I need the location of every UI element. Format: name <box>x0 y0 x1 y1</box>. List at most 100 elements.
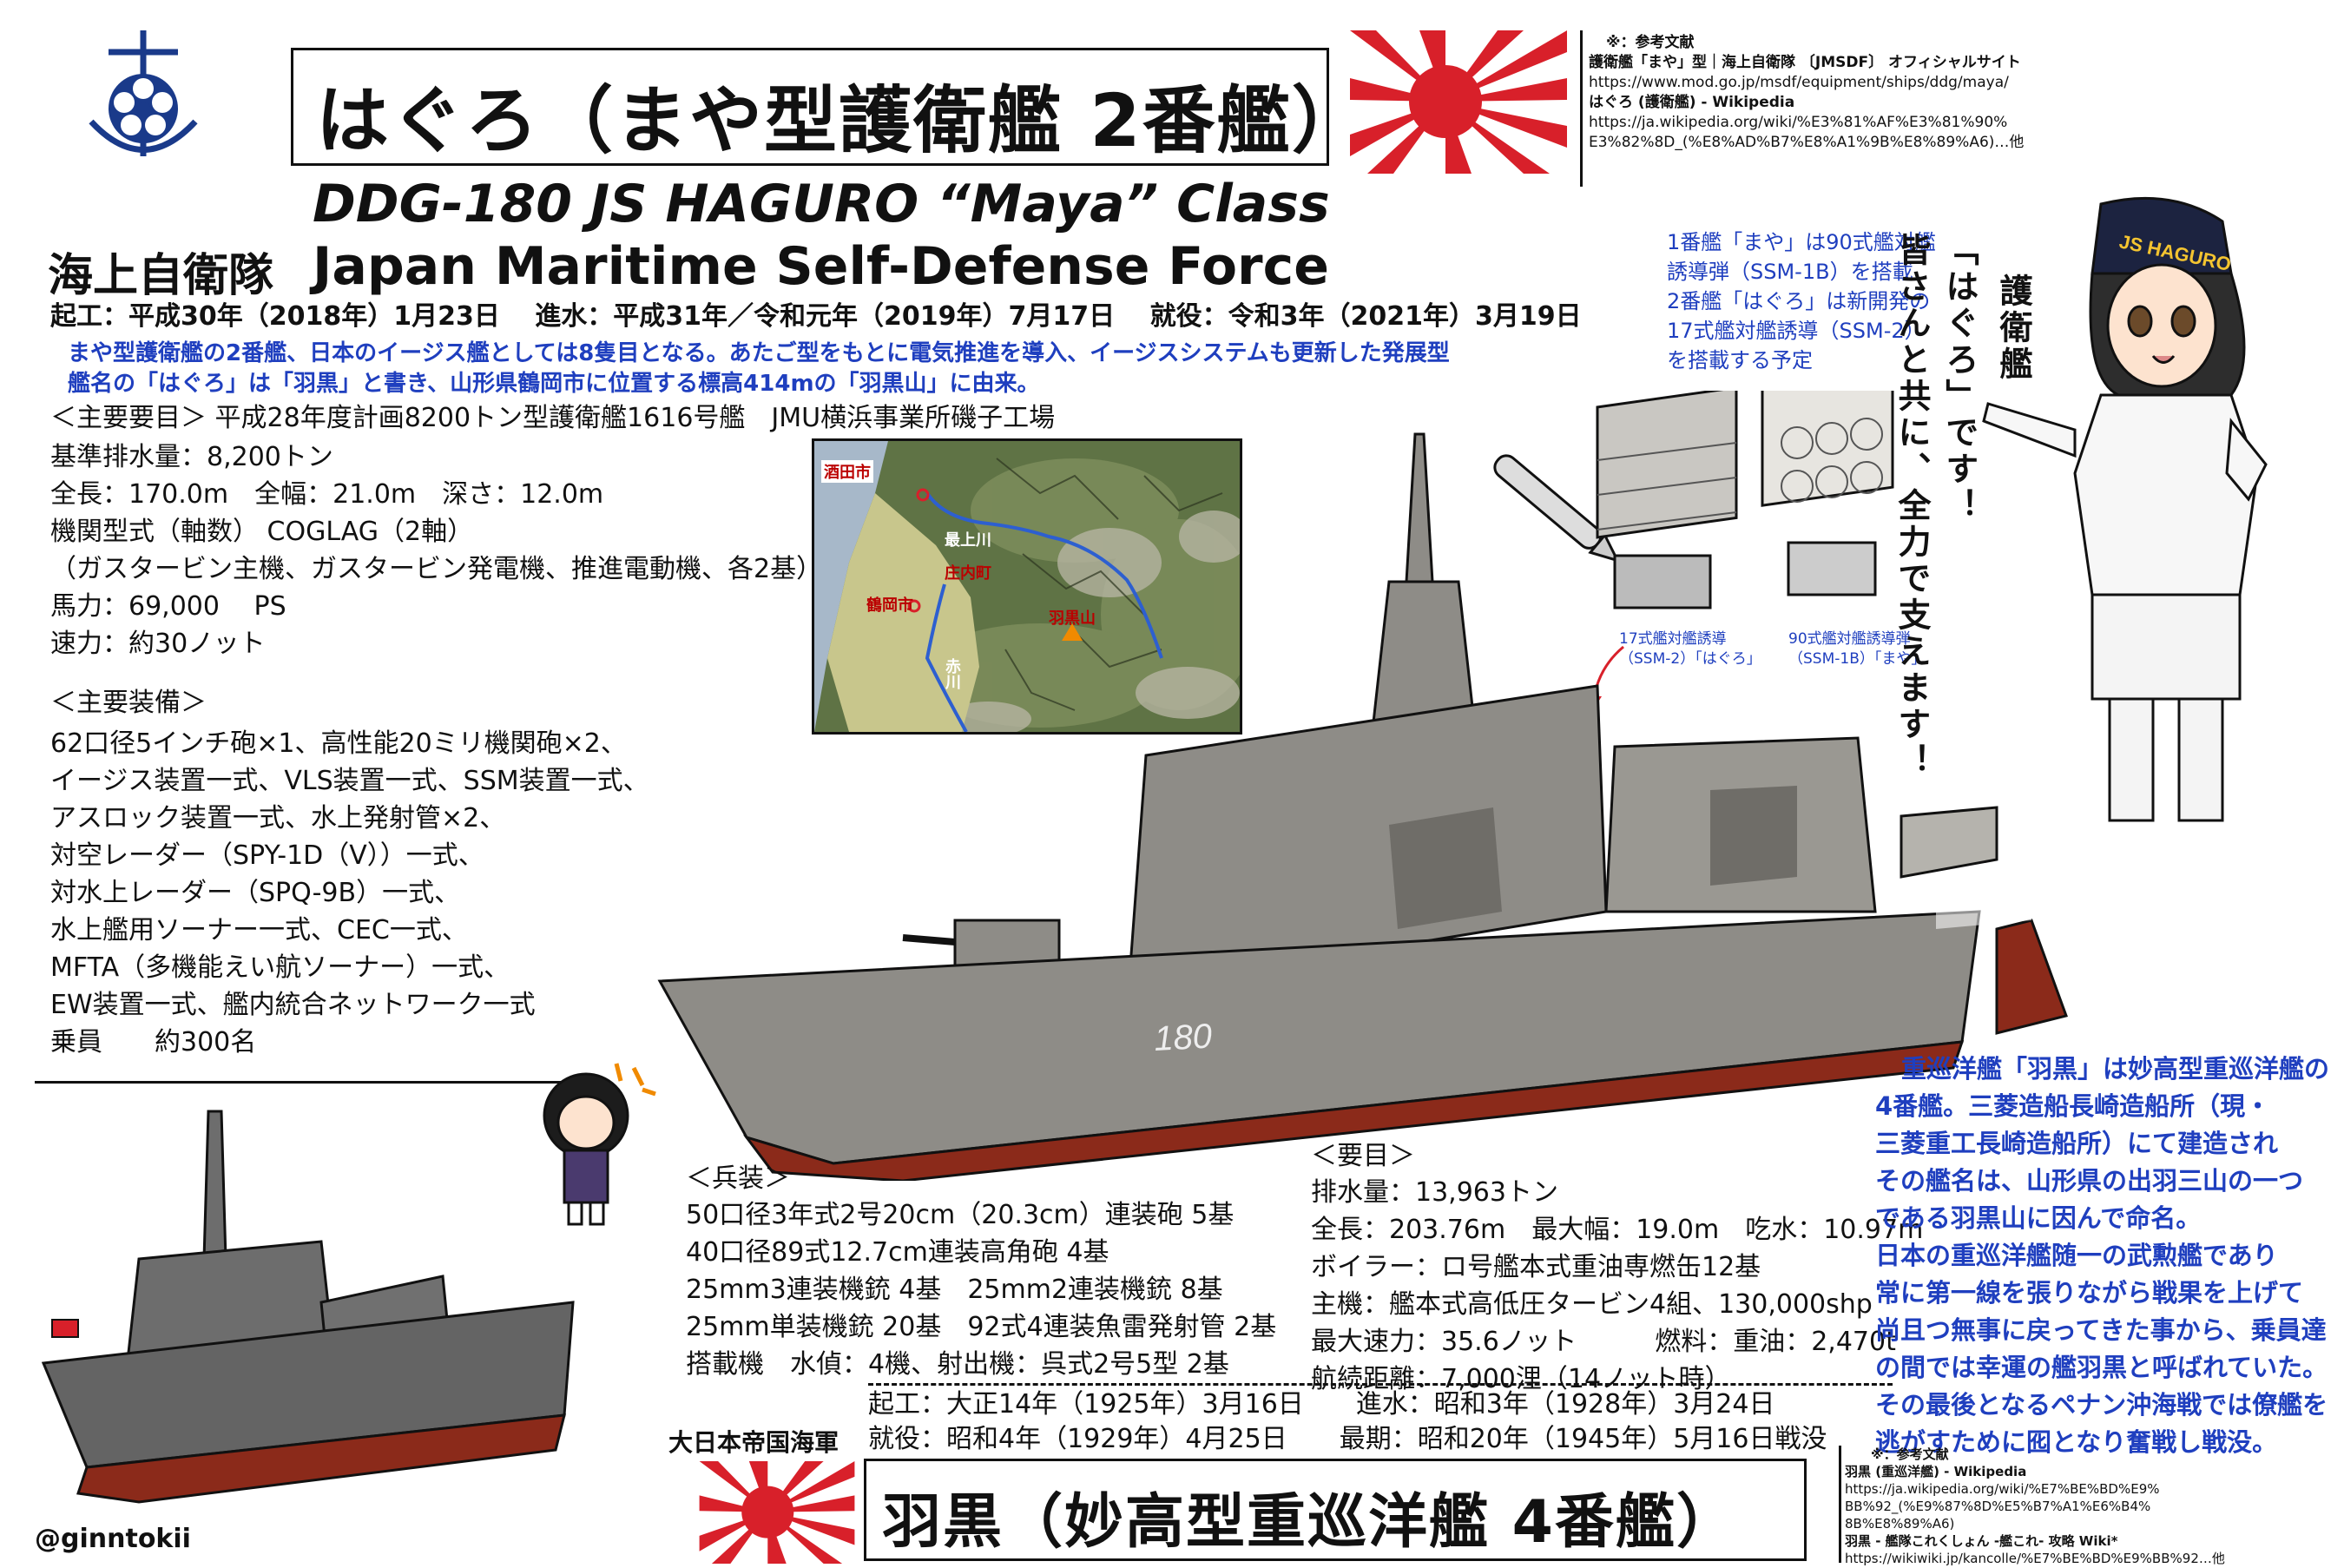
modern-desc-line2: 艦名の「はぐろ」は「羽黒」と書き、山形県鶴岡市に位置する標高414mの「羽黒山」… <box>68 371 1040 397</box>
missile-launchers-illustration <box>1493 391 1894 609</box>
missile-note-line: を搭載する予定 <box>1667 348 1813 372</box>
reference-url: BB%92_(%E9%87%8D%E5%B7%A1%E6%B4% <box>1845 1499 2151 1514</box>
ww2-spec-line: 排水量：13,963トン <box>1311 1177 1558 1208</box>
equip-line: MFTA（多機能えい航ソーナー）一式、 <box>50 952 510 983</box>
map-label-haguro: 羽黒山 <box>1049 609 1096 628</box>
modern-dates: 起工：平成30年（2018年）1月23日 進水：平成31年／令和元年（2019年… <box>50 301 1582 332</box>
chibi-character-illustration <box>543 1063 656 1226</box>
references-bottom: ※：参考文献 羽黒 (重巡洋艦) - Wikipedia https://ja.… <box>1845 1446 2331 1567</box>
map-label-shonai: 庄内町 <box>945 564 991 583</box>
ssm2-label-line: 17式艦対艦誘導 <box>1619 630 1727 648</box>
hull-number-text: 180 <box>1153 1018 1213 1058</box>
history-line: その最後となるペナン沖海戦では僚艦を <box>1875 1390 2328 1420</box>
haguro-character-illustration: JS HAGURO <box>1982 196 2268 822</box>
missile-note-line: 17式艦対艦誘導（SSM-2） <box>1667 319 1926 343</box>
ww2-spec-line: ボイラー：ロ号艦本式重油専燃缶12基 <box>1311 1252 1761 1282</box>
spec-line: 基準排水量：8,200トン <box>50 442 333 472</box>
ssm1b-label-line: 90式艦対艦誘導弾 <box>1788 630 1911 648</box>
history-line: 重巡洋艦「羽黒」は妙高型重巡洋艦の <box>1901 1054 2330 1084</box>
references-divider <box>1580 30 1583 187</box>
ww2-history: 重巡洋艦「羽黒」は妙高型重巡洋艦の 4番艦。三菱造船長崎造船所（現・ 三菱重工長… <box>1875 1051 2329 1461</box>
reference-url: https://www.mod.go.jp/msdf/equipment/shi… <box>1589 74 2009 91</box>
ww2-arms: 50口径3年式2号20cm（20.3cm）連装砲 5基 40口径89式12.7c… <box>686 1196 1276 1383</box>
arms-line: 25mm単装機銃 20基 92式4連装魚雷発射管 2基 <box>686 1312 1277 1342</box>
ww2-spec-line: 最大速力：35.6ノット 燃料：重油：2,470t <box>1311 1327 1896 1357</box>
arms-line: 搭載機 水偵：4機、射出機：呉式2号5型 2基 <box>686 1349 1229 1380</box>
map-label-sakata: 酒田市 <box>821 460 873 483</box>
section-divider <box>35 1081 573 1084</box>
reference-line: 羽黒 - 艦隊これくしょん -艦これ- 攻略 Wiki* <box>1845 1533 2118 1549</box>
modern-equip-header: ＜主要装備＞ <box>50 688 207 718</box>
hull-designation: DDG-180 JS HAGURO “Maya” Class <box>313 174 1330 234</box>
history-line: の間では幸運の艦羽黒と呼ばれていた。 <box>1875 1353 2328 1382</box>
reference-url: https://wikiwiki.jp/kancolle/%E7%BE%BD%E… <box>1845 1551 2225 1566</box>
jmsdf-emblem-icon <box>89 30 198 156</box>
map-label-tsuruoka: 鶴岡市 <box>866 596 913 615</box>
references-bottom-divider <box>1839 1446 1841 1563</box>
modern-specs: 基準排水量：8,200トン 全長：170.0m 全幅：21.0m 深さ：12.0… <box>50 438 822 662</box>
arms-line: 50口径3年式2号20cm（20.3cm）連装砲 5基 <box>686 1200 1235 1230</box>
ww2-dates-2: 就役：昭和4年（1929年）4月25日 最期：昭和20年（1945年）5月16日… <box>868 1424 1827 1454</box>
equip-line: イージス装置一式、VLS装置一式、SSM装置一式、 <box>50 766 649 796</box>
spec-line: 馬力：69,000 PS <box>50 591 286 622</box>
ww2-arms-header: ＜兵装＞ <box>686 1163 790 1194</box>
reference-url: https://ja.wikipedia.org/wiki/%E3%81%AF%… <box>1589 114 2008 131</box>
title-box: はぐろ（まや型護衛艦 2番艦） <box>291 48 1365 166</box>
reference-url: https://ja.wikipedia.org/wiki/%E7%BE%BD%… <box>1845 1481 2160 1497</box>
equip-line: アスロック装置一式、水上発射管×2、 <box>50 803 506 833</box>
equip-line: 水上艦用ソーナー一式、CEC一式、 <box>50 915 468 945</box>
modern-desc-line1: まや型護衛艦の2番艦、日本のイージス艦としては8隻目となる。あたご型をもとに電気… <box>68 340 1450 366</box>
missile-note-line: 1番艦「まや」は90式艦対艦 <box>1667 230 1936 254</box>
ssm1b-label-line: （SSM-1B）「まや」 <box>1788 650 1926 668</box>
ssm1b-label: 90式艦対艦誘導弾 （SSM-1B）「まや」 <box>1788 629 1926 669</box>
map-terrain <box>814 441 1240 732</box>
ww2-title: 羽黒（妙高型重巡洋艦 4番艦） <box>882 1488 1737 1557</box>
arms-line: 25mm3連装機銃 4基 25mm2連装機銃 8基 <box>686 1275 1223 1305</box>
equip-line: 乗員 約300名 <box>50 1027 257 1057</box>
reference-line: はぐろ (護衛艦) - Wikipedia <box>1589 94 1795 111</box>
missile-note-line: 2番艦「はぐろ」は新開発の <box>1667 289 1931 313</box>
history-line: 4番艦。三菱造船長崎造船所（現・ <box>1875 1091 2271 1121</box>
equip-line: 対水上レーダー（SPQ-9B）一式、 <box>50 878 461 908</box>
rising-sun-flag-icon <box>1350 30 1567 174</box>
reference-url: E3%82%8D_(%E8%AD%B7%E8%A1%9B%E8%89%A6)…他 <box>1589 134 2025 151</box>
modern-equip: 62口径5インチ砲×1、高性能20ミリ機関砲×2、 イージス装置一式、VLS装置… <box>50 725 649 1061</box>
ww2-dates-1: 起工：大正14年（1925年）3月16日 進水：昭和3年（1928年）3月24日 <box>868 1389 1775 1420</box>
ensign-flag-icon <box>51 1319 79 1338</box>
map-label-mogami-river: 最上川 <box>945 531 991 550</box>
history-line: その艦名は、山形県の出羽三山の一つ <box>1875 1166 2304 1196</box>
haguro-cruiser-illustration <box>41 1110 575 1504</box>
history-line: 三菱重工長崎造船所）にて建造され <box>1875 1129 2279 1158</box>
ww2-spec-line: 全長：203.76m 最大幅：19.0m 吃水：10.97m <box>1311 1215 1924 1245</box>
navy-label: 大日本帝国海軍 <box>668 1428 839 1457</box>
rising-sun-flag-icon <box>699 1461 855 1564</box>
missile-note: 1番艦「まや」は90式艦対艦 誘導弾（SSM-1B）を搭載 2番艦「はぐろ」は新… <box>1667 227 1936 375</box>
ww2-specs: 排水量：13,963トン 全長：203.76m 最大幅：19.0m 吃水：10.… <box>1311 1174 1923 1398</box>
location-map: 酒田市 最上川 庄内町 鶴岡市 羽黒山 赤川 <box>812 438 1242 735</box>
arms-line: 40口径89式12.7cm連装高角砲 4基 <box>686 1237 1109 1268</box>
reference-line: 羽黒 (重巡洋艦) - Wikipedia <box>1845 1464 2027 1479</box>
references-header: ※：参考文献 <box>1606 34 1695 51</box>
references-header: ※：参考文献 <box>1871 1446 1949 1462</box>
artist-credit: @ginntokii <box>35 1524 191 1554</box>
ww2-spec-line: 航続距離：7,000浬（14ノット時） <box>1311 1364 1731 1394</box>
map-label-aka-river: 赤川 <box>943 658 961 689</box>
spec-line: （ガスタービン主機、ガスタービン発電機、推進電動機、各2基） <box>50 554 823 584</box>
speech-line-2: 「はぐろ」です！ <box>1940 233 1979 524</box>
missile-note-line: 誘導弾（SSM-1B）を搭載 <box>1667 260 1913 284</box>
history-line: である羽黒山に因んで命名。 <box>1875 1203 2202 1233</box>
ww2-spec-header: ＜要目＞ <box>1311 1141 1415 1171</box>
spec-line: 機関型式（軸数） COGLAG（2軸） <box>50 517 474 547</box>
spec-line: 全長：170.0m 全幅：21.0m 深さ：12.0m <box>50 479 604 510</box>
spec-line: 速力：約30ノット <box>50 629 266 659</box>
history-line: 尚且つ無事に戻ってきた事から、乗員達 <box>1875 1315 2327 1345</box>
ssm2-label-line: （SSM-2）「はぐろ」 <box>1619 650 1761 668</box>
reference-url: 8B%E8%89%A6) <box>1845 1516 1955 1532</box>
history-line: 常に第一線を張りながら戦果を上げて <box>1875 1278 2304 1308</box>
ddg-180-ship-illustration: 180 <box>657 432 2068 1181</box>
ww2-spec-line: 主機：艦本式高低圧タービン4組、130,000shp <box>1311 1289 1873 1320</box>
ww2-title-box: 羽黒（妙高型重巡洋艦 4番艦） <box>864 1459 1807 1561</box>
equip-line: 対空レーダー（SPY-1D（V））一式、 <box>50 840 484 871</box>
history-line: 逃がすために囮となり奮戦し戦没。 <box>1875 1427 2278 1457</box>
reference-line: 護衛艦「まや」型｜海上自衛隊 〔JMSDF〕 オフィシャルサイト <box>1589 54 2021 71</box>
